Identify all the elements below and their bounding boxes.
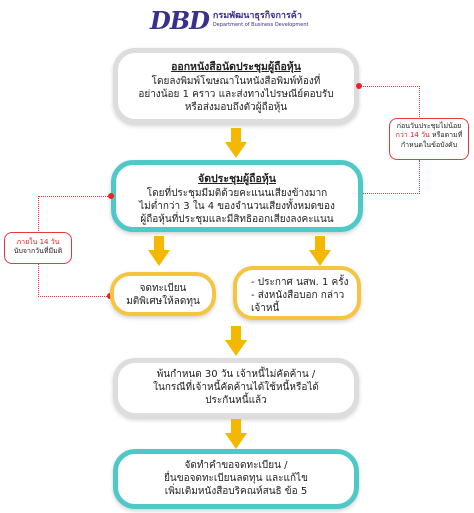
notify-list: - ประกาศ นสพ. 1 ครั้ง - ส่งหนังสือบอก กล…	[251, 276, 357, 315]
connector-right	[359, 86, 420, 119]
connector-right-lower	[359, 160, 420, 194]
arrow-down-icon	[225, 419, 247, 449]
note-line: ก่อนวันประชุมไม่น้อย	[396, 122, 462, 130]
note-highlight: กว่า 14 วัน	[395, 131, 430, 140]
connector-dot	[108, 193, 114, 199]
step-issue-meeting-notice: ออกหนังสือนัดประชุมผู้ถือหุ้น โดยลงพิมพ์…	[113, 48, 359, 124]
note-line: กว่า 14 วัน หรือตามที่	[394, 131, 464, 140]
note-text: หรือตามที่	[429, 131, 463, 140]
arrow-down-icon	[225, 326, 247, 356]
logo-thai-name: กรมพัฒนาธุรกิจการค้า	[212, 11, 302, 21]
note-highlight: ภายใน 14 วัน	[16, 238, 60, 246]
step-line: หรือส่งมอบถึงตัวผู้ถือหุ้น	[184, 102, 288, 113]
step-line: ยื่นขอจดทะเบียนลดทุน และแก้ไข	[164, 473, 308, 484]
logo-english-name: Department of Business Development	[212, 22, 309, 28]
list-item-text: ส่งหนังสือบอก กล่าวเจ้าหนี้	[251, 290, 345, 314]
step-title: ออกหนังสือนัดประชุมผู้ถือหุ้น	[171, 61, 301, 73]
connector-left-lower	[38, 264, 111, 297]
dbd-logo: DBD กรมพัฒนาธุรกิจการค้า Department of B…	[150, 5, 330, 35]
list-item: - ประกาศ นสพ. 1 ครั้ง	[251, 277, 349, 288]
step-line: โดยลงพิมพ์โฆษณาในหนังสือพิมพ์ท้องที่	[151, 76, 321, 87]
step-line: มติพิเศษให้ลดทุน	[126, 296, 200, 307]
step-title: จัดประชุมผู้ถือหุ้น	[198, 173, 276, 185]
list-item: - ส่งหนังสือบอก กล่าวเจ้าหนี้	[251, 290, 345, 314]
step-line: โดยที่ประชุมมีมติด้วยคะแนนเสียงข้างมาก	[146, 188, 328, 199]
step-line: อย่างน้อย 1 คราว และส่งทางไปรษณีย์ตอบรับ	[138, 89, 334, 100]
logo-mark: DBD	[150, 5, 210, 35]
step-line: ในกรณีที่เจ้าหนี้คัดค้านได้ใช้หนี้หรือได…	[153, 382, 319, 393]
step-line: ประกันหนี้แล้ว	[205, 395, 267, 406]
step-notify-creditors: - ประกาศ นสพ. 1 ครั้ง - ส่งหนังสือบอก กล…	[233, 266, 361, 320]
step-creditor-objection-period: พ้นกำหนด 30 วัน เจ้าหนี้ไม่คัดค้าน / ในก…	[113, 358, 359, 418]
connector-left	[38, 196, 112, 233]
step-file-registration-request: จัดทำคำขอจดทะเบียน / ยื่นขอจดทะเบียนลดทุ…	[113, 449, 359, 509]
step-line: ไม่ต่ำกว่า 3 ใน 4 ของจำนวนเสียงทั้งหมดขอ…	[139, 201, 335, 212]
connector-dot	[356, 83, 362, 89]
step-line: จัดทำคำขอจดทะเบียน /	[184, 460, 288, 471]
arrow-down-icon	[225, 128, 247, 158]
list-item-text: ประกาศ นสพ. 1 ครั้ง	[257, 277, 349, 288]
step-hold-shareholder-meeting: จัดประชุมผู้ถือหุ้น โดยที่ประชุมมีมติด้ว…	[111, 160, 363, 232]
arrow-down-icon	[148, 236, 170, 266]
logo-text: กรมพัฒนาธุรกิจการค้า Department of Busin…	[213, 12, 309, 28]
step-line: ผู้ถือหุ้นที่ประชุมและมีสิทธิออกเสียงลงค…	[140, 214, 334, 225]
step-line: จดทะเบียน	[139, 283, 187, 294]
note-line: นับจากวันที่มีมติ	[13, 247, 63, 256]
arrow-down-icon	[309, 236, 331, 266]
step-line: พ้นกำหนด 30 วัน เจ้าหนี้ไม่คัดค้าน /	[156, 369, 316, 380]
deadline-note-registration: ภายใน 14 วัน นับจากวันที่มีมติ	[4, 232, 72, 264]
deadline-note-notice: ก่อนวันประชุมไม่น้อย กว่า 14 วัน หรือตาม…	[389, 118, 469, 160]
step-register-capital-reduction: จดทะเบียน มติพิเศษให้ลดทุน	[110, 272, 216, 316]
note-line: กำหนดในข้อบังคับ	[400, 140, 458, 149]
step-line: เพิ่มเติมหนังสือบริคณห์สนธิ ข้อ 5	[164, 486, 308, 497]
